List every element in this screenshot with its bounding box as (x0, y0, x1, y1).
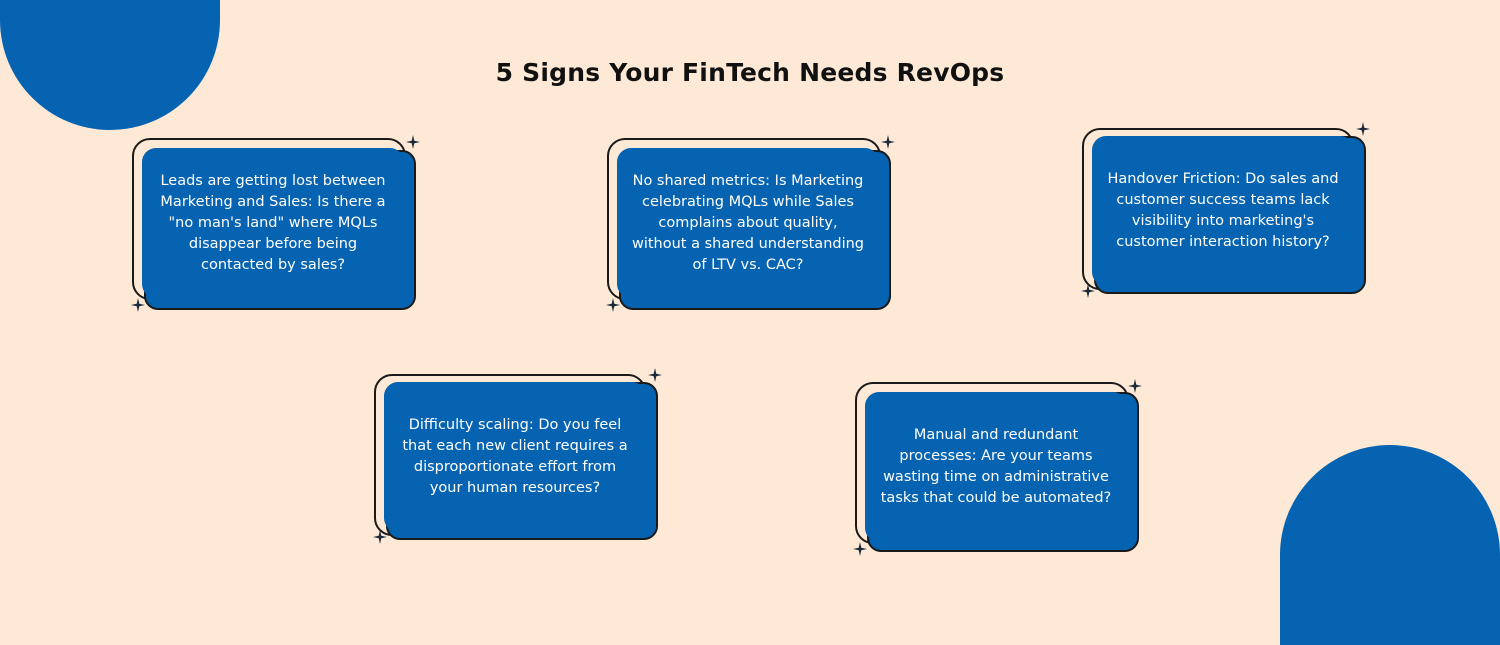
card-body: No shared metrics: Is Marketing celebrat… (617, 148, 879, 298)
card-body: Leads are getting lost between Marketing… (142, 148, 404, 298)
card-body: Handover Friction: Do sales and customer… (1092, 136, 1354, 286)
sparkle-icon (131, 298, 145, 312)
page-title: 5 Signs Your FinTech Needs RevOps (495, 58, 1005, 87)
sparkle-icon (853, 542, 867, 556)
card-text: No shared metrics: Is Marketing celebrat… (631, 172, 865, 273)
card-text: Leads are getting lost between Marketing… (160, 172, 386, 273)
card-body: Manual and redundant processes: Are your… (865, 392, 1127, 542)
sparkle-icon (373, 530, 387, 544)
sign-card-2: No shared metrics: Is Marketing celebrat… (606, 135, 897, 318)
sparkle-icon (881, 135, 895, 149)
sparkle-icon (1356, 122, 1370, 136)
sparkle-icon (406, 135, 420, 149)
sign-card-1: Leads are getting lost between Marketing… (131, 135, 422, 318)
sparkle-icon (648, 368, 662, 382)
sign-card-5: Manual and redundant processes: Are your… (853, 379, 1145, 562)
card-body: Difficulty scaling: Do you feel that eac… (384, 382, 646, 532)
sign-card-3: Handover Friction: Do sales and customer… (1081, 122, 1372, 303)
card-text: Manual and redundant processes: Are your… (880, 427, 1112, 506)
sparkle-icon (1081, 284, 1095, 298)
decorative-circle-bottom-right (1280, 445, 1500, 645)
sparkle-icon (1128, 379, 1142, 393)
sign-card-4: Difficulty scaling: Do you feel that eac… (373, 368, 664, 549)
card-text: Difficulty scaling: Do you feel that eac… (402, 417, 628, 496)
sparkle-icon (606, 298, 620, 312)
card-text: Handover Friction: Do sales and customer… (1107, 171, 1339, 250)
